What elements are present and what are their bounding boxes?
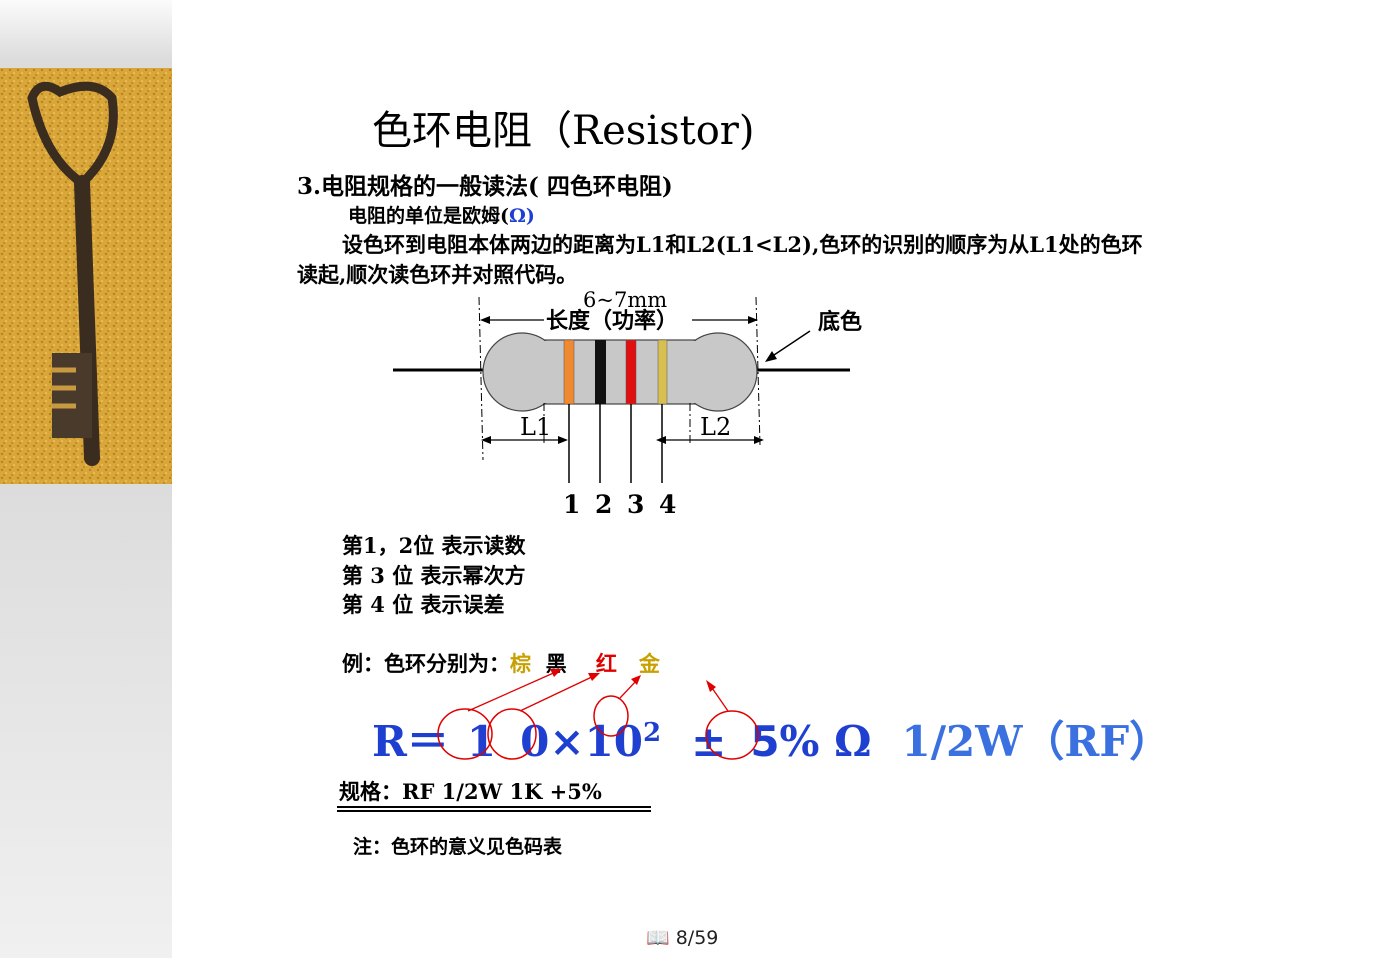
position-line-1: 第1，2位 表示读数 bbox=[342, 533, 526, 558]
example-line: 例：色环分别为：棕 黑 红 金 bbox=[342, 648, 660, 678]
book-icon: 📖 bbox=[646, 927, 670, 949]
position-line-3: 第 4 位 表示误差 bbox=[342, 592, 505, 617]
l1-label: L1 bbox=[520, 413, 551, 441]
example-color-brown: 棕 bbox=[510, 651, 531, 676]
unit-suffix: ) bbox=[525, 205, 535, 227]
band-4 bbox=[657, 339, 668, 405]
position-line-2: 第 3 位 表示幂次方 bbox=[342, 563, 526, 588]
ohm-symbol: Ω bbox=[509, 205, 526, 227]
example-color-gold: 金 bbox=[638, 651, 660, 676]
left-extension bbox=[478, 296, 484, 461]
resistor-diagram: 6~7mm 长度（功率） 底色 L1 L2 1 2 3 4 bbox=[393, 288, 862, 519]
base-color-label: 底色 bbox=[818, 309, 862, 335]
band-number-2: 2 bbox=[595, 490, 612, 519]
page-indicator[interactable]: 📖 8/59 bbox=[646, 926, 718, 949]
unit-text: 电阻的单位是欧姆( bbox=[348, 205, 509, 227]
formula-annotations bbox=[437, 669, 759, 760]
slide-title: 色环电阻（Resistor) bbox=[372, 108, 755, 154]
spec-line: 规格：RF 1/2W 1K +5% bbox=[339, 779, 602, 804]
l2-label: L2 bbox=[700, 413, 731, 441]
key-photo bbox=[0, 68, 172, 484]
band-number-4: 4 bbox=[659, 490, 676, 519]
page-number: 8/59 bbox=[675, 927, 719, 949]
band-3 bbox=[625, 339, 637, 405]
right-extension bbox=[755, 296, 761, 446]
digit-1-circle bbox=[437, 708, 493, 760]
exponent-circle bbox=[593, 695, 629, 737]
formula-power: 1/2W（RF） bbox=[901, 717, 1172, 766]
note-line: 注：色环的意义见色码表 bbox=[353, 836, 563, 858]
tolerance-circle bbox=[705, 710, 759, 760]
paragraph-line-1: 设色环到电阻本体两边的距离为L1和L2(L1<L2),色环的识别的顺序为从L1处… bbox=[342, 232, 1143, 257]
formula-exponent: 2 bbox=[643, 718, 662, 748]
spec-underline-1 bbox=[337, 806, 651, 808]
formula-percent-ohm: % Ω bbox=[779, 717, 872, 766]
length-label: 长度（功率） bbox=[546, 308, 678, 334]
spec-underline-2 bbox=[337, 810, 651, 812]
unit-line: 电阻的单位是欧姆(Ω) bbox=[348, 201, 535, 228]
formula-r: R＝ bbox=[372, 717, 449, 766]
band-1 bbox=[563, 339, 575, 405]
example-color-red: 红 bbox=[595, 651, 617, 676]
example-label: 例：色环分别为： bbox=[342, 651, 510, 676]
band-2 bbox=[595, 340, 606, 404]
left-sidebar bbox=[0, 0, 172, 958]
band-number-1: 1 bbox=[563, 490, 580, 519]
digit-2-circle bbox=[487, 708, 537, 760]
paragraph-line-2: 读起,顺次读色环并对照代码。 bbox=[297, 262, 578, 287]
dimension-label: 6~7mm bbox=[583, 288, 667, 312]
section-heading: 3.电阻规格的一般读法( 四色环电阻) bbox=[297, 173, 673, 200]
band-number-3: 3 bbox=[627, 490, 644, 519]
